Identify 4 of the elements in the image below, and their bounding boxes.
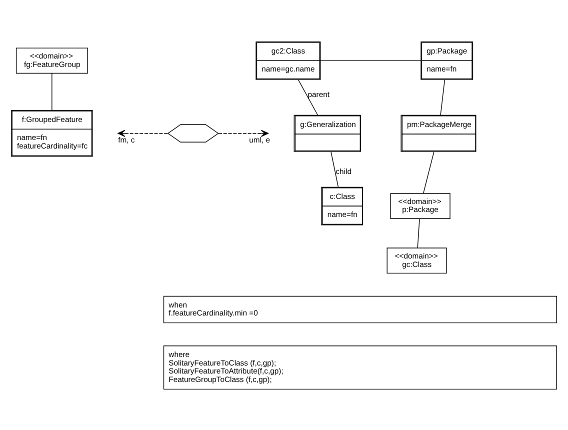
edge-label: uml, e [249, 135, 270, 144]
edge-label: fm, c [118, 135, 135, 144]
edge-label: parent [308, 89, 330, 98]
edge-label: child [336, 166, 352, 176]
